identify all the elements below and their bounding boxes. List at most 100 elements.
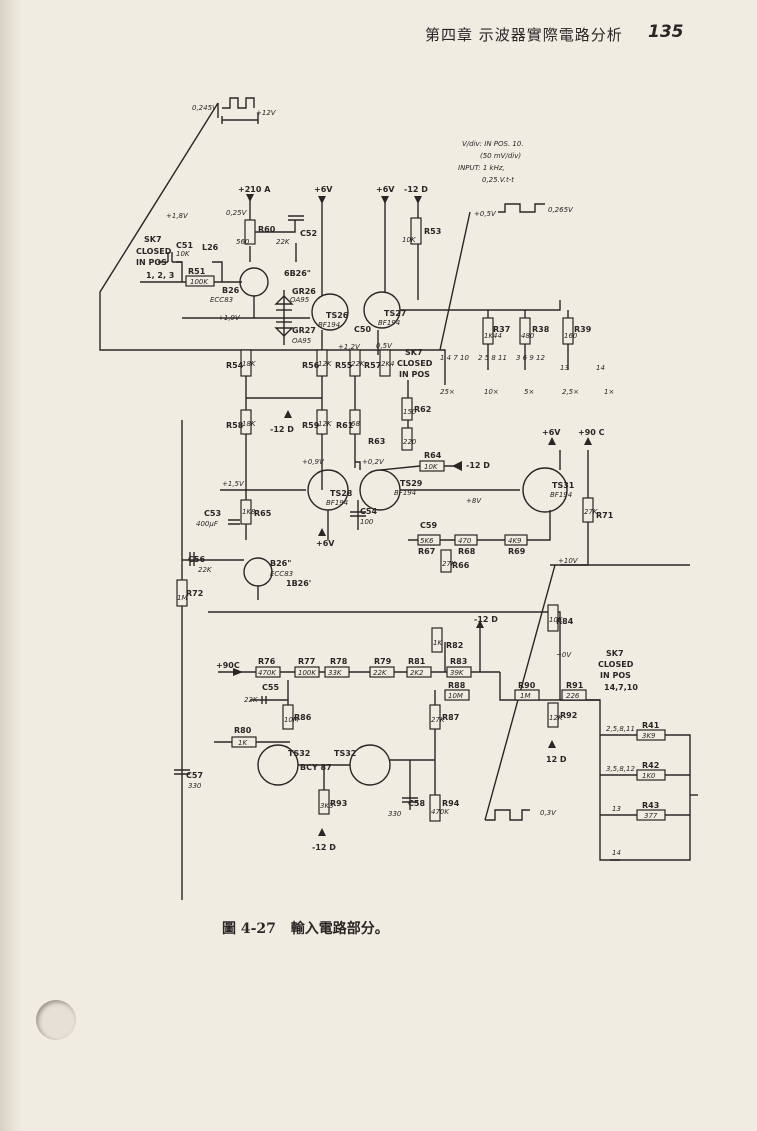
value-R56: 12K: [318, 360, 333, 368]
supply-p90c-a: +90 C: [578, 428, 605, 437]
label-R87: R87: [442, 713, 459, 722]
label-C53: C53: [204, 509, 221, 518]
value-R81: 2K2: [410, 669, 424, 677]
value-C58: 330: [388, 810, 402, 818]
label-C57: C57: [186, 771, 203, 780]
label-C56: C56: [188, 555, 205, 564]
sk7-b-line1: CLOSED: [397, 359, 433, 368]
label-R54: R54: [226, 361, 244, 370]
label-R64: R64: [424, 451, 442, 460]
level-v09: +0,9V: [302, 458, 325, 466]
label-R72: R72: [186, 589, 203, 598]
label-C54: C54: [360, 507, 377, 516]
supply-p90c-b: +90C: [216, 661, 240, 670]
value-R83: 39K: [450, 669, 465, 677]
note-vdiv-1: V/div: IN POS. 10.: [462, 140, 524, 148]
label-R63: R63: [368, 437, 385, 446]
label-GR26: GR26: [292, 287, 316, 296]
value-R71: 27K: [584, 508, 599, 516]
value-R42: 1K0: [642, 772, 656, 780]
value-R39: 160: [564, 332, 578, 340]
type-TS29: BF194: [394, 489, 416, 497]
label-R92: R92: [560, 711, 577, 720]
label-C55: C55: [262, 683, 279, 692]
value-R84: 10K: [549, 616, 564, 624]
value-R86: 10M: [284, 716, 299, 724]
supply-p6v-b: +6V: [376, 185, 395, 194]
label-R77: R77: [298, 657, 315, 666]
value-C53: 400µF: [196, 520, 219, 528]
value-R59: 12K: [318, 420, 333, 428]
value-R72: 1M: [177, 594, 188, 602]
atten-r41-pos: 2,5,8,11: [606, 725, 635, 733]
label-R61: R61: [336, 421, 354, 430]
supply-p6v-a: +6V: [314, 185, 333, 194]
label-R42: R42: [642, 761, 659, 770]
label-R57: R57: [364, 361, 381, 370]
value-R90: 1M: [520, 692, 531, 700]
level-w03: 0,3V: [540, 809, 557, 817]
supply-m12d-b: -12 D: [270, 425, 294, 434]
level-v0: ~0V: [556, 651, 572, 659]
label-R80: R80: [234, 726, 252, 735]
label-R53: R53: [424, 227, 441, 236]
label-TS26: TS26: [326, 311, 349, 320]
label-B26b2: B26": [270, 559, 291, 568]
value-R67: 5K6: [420, 537, 434, 545]
binding-shadow: [0, 0, 22, 1131]
resistor-bodies: [176, 217, 666, 822]
sk7-a-line2: IN POS: [136, 258, 167, 267]
value-R57: 2K4: [381, 360, 395, 368]
label-C52: C52: [300, 229, 317, 238]
value-R87: 27K: [431, 716, 446, 724]
value-C54: 100: [360, 518, 374, 526]
label-B26: B26: [222, 286, 240, 295]
chapter-title: 第四章 示波器實際電路分析: [425, 26, 623, 44]
label-TS29: TS29: [400, 479, 423, 488]
label-L26: L26: [202, 243, 219, 252]
label-R78: R78: [330, 657, 348, 666]
figure-number: 圖 4-27: [222, 921, 276, 937]
level-v19: +1,9V: [218, 314, 241, 322]
level-v12: +1,2V: [338, 343, 361, 351]
label-R41: R41: [642, 721, 660, 730]
label-R39: R39: [574, 325, 592, 334]
text-labels: 0,245V +12V V/div: IN POS. 10. (50 mV/di…: [136, 104, 660, 857]
atten-r42-pos: 3,5,8,12: [606, 765, 635, 773]
note-vdiv-3: INPUT: 1 kHz,: [458, 164, 505, 172]
label-C58: C58: [408, 799, 425, 808]
label-R83: R83: [450, 657, 467, 666]
value-R58: 18K: [242, 420, 257, 428]
type-GR27: OA95: [292, 337, 312, 345]
value-R37: 1K44: [484, 332, 502, 340]
label-R90: R90: [518, 681, 536, 690]
value-R54: 18K: [242, 360, 257, 368]
value-R91: 226: [566, 692, 580, 700]
note-vdiv-2: (50 mV/div): [480, 152, 521, 160]
value-R53: 10K: [402, 236, 417, 244]
label-C50: C50: [354, 325, 371, 334]
value-R68: 470: [458, 537, 472, 545]
supply-p210a: +210 A: [238, 185, 271, 194]
atten-factor1: 25×: [440, 388, 455, 396]
atten-col1: 1 4 7 10: [440, 354, 469, 362]
punch-hole: [36, 1000, 76, 1040]
value-C57: 330: [188, 782, 202, 790]
sk7-b-line2: IN POS: [399, 370, 430, 379]
value-R60: 560: [236, 238, 250, 246]
label-TS27: TS27: [384, 309, 406, 318]
value-R43: 377: [644, 812, 658, 820]
level-v8: +8V: [466, 497, 482, 505]
label-R65: R65: [254, 509, 272, 518]
value-R82: 1K: [433, 639, 443, 647]
atten-factor5: 1×: [604, 388, 614, 396]
label-R86: R86: [294, 713, 312, 722]
level-w18v: +1,8V: [166, 212, 189, 220]
label-TS28: TS28: [330, 489, 353, 498]
label-C59: C59: [420, 521, 437, 530]
value-R64: 10K: [424, 463, 439, 471]
type-TS27: BF194: [378, 319, 400, 327]
value-R92: 12K: [549, 714, 564, 722]
value-R51: 100K: [190, 278, 209, 286]
value-R66: 27K: [442, 560, 457, 568]
